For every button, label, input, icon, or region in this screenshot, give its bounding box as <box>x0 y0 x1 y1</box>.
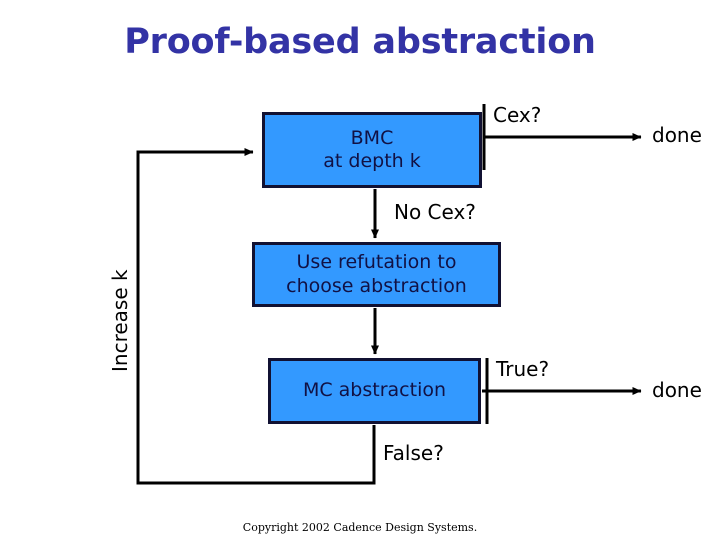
terminal-label-done-top: done <box>652 123 702 147</box>
wire-feedback-loop <box>136 148 376 485</box>
process-box-bmc[interactable]: BMC at depth k <box>262 112 482 188</box>
edge-label-no-cex: No Cex? <box>394 200 476 224</box>
edge-label-cex: Cex? <box>493 103 542 127</box>
edge-label-false: False? <box>383 441 444 465</box>
copyright-footer: Copyright 2002 Cadence Design Systems. <box>242 521 478 534</box>
process-box-use-refutation[interactable]: Use refutation to choose abstraction <box>252 242 501 307</box>
edge-label-true: True? <box>496 357 550 381</box>
edge-label-increase-k: Increase k <box>108 269 132 372</box>
page-title: Proof-based abstraction <box>124 22 596 62</box>
terminal-label-done-bottom: done <box>652 378 702 402</box>
process-box-mc-abstraction[interactable]: MC abstraction <box>268 358 481 424</box>
